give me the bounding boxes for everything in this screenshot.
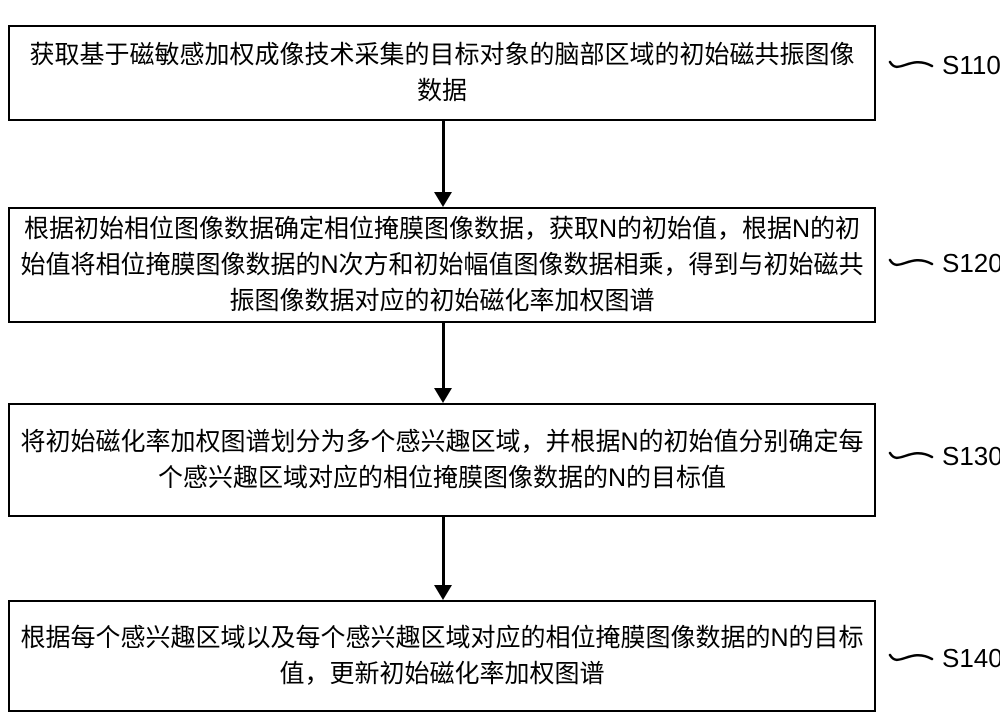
flow-step-3-box: 将初始磁化率加权图谱划分为多个感兴趣区域，并根据N的初始值分别确定每个感兴趣区域… bbox=[8, 403, 876, 517]
reference-3: S130 bbox=[888, 443, 1000, 469]
squiggle-connector-icon bbox=[888, 451, 934, 460]
reference-1: S110 bbox=[888, 52, 1000, 78]
flow-step-3-text: 将初始磁化率加权图谱划分为多个感兴趣区域，并根据N的初始值分别确定每个感兴趣区域… bbox=[20, 428, 864, 492]
step-label-s110: S110 bbox=[942, 50, 1000, 80]
step-label-s120: S120 bbox=[942, 248, 1000, 278]
flow-step-2-box: 根据初始相位图像数据确定相位掩膜图像数据，获取N的初始值，根据N的初始值将相位掩… bbox=[8, 207, 876, 323]
reference-2: S120 bbox=[888, 250, 1000, 276]
squiggle-connector-icon bbox=[888, 653, 934, 662]
arrow-head-icon bbox=[434, 192, 452, 207]
flow-arrow-2 bbox=[434, 323, 452, 403]
flow-step-1-text: 获取基于磁敏感加权成像技术采集的目标对象的脑部区域的初始磁共振图像数据 bbox=[29, 41, 855, 105]
step-label-s140: S140 bbox=[942, 643, 1000, 673]
flow-step-2-text: 根据初始相位图像数据确定相位掩膜图像数据，获取N的初始值，根据N的初始值将相位掩… bbox=[20, 215, 864, 315]
flow-step-4-box: 根据每个感兴趣区域以及每个感兴趣区域对应的相位掩膜图像数据的N的目标值，更新初始… bbox=[8, 600, 876, 712]
arrow-shaft bbox=[441, 517, 445, 585]
squiggle-connector-icon bbox=[888, 258, 934, 267]
step-label-s130: S130 bbox=[942, 441, 1000, 471]
arrow-shaft bbox=[441, 121, 445, 192]
flow-step-4-text: 根据每个感兴趣区域以及每个感兴趣区域对应的相位掩膜图像数据的N的目标值，更新初始… bbox=[20, 624, 864, 688]
reference-4: S140 bbox=[888, 645, 1000, 671]
arrow-head-icon bbox=[434, 388, 452, 403]
flow-arrow-3 bbox=[434, 517, 452, 600]
arrow-shaft bbox=[441, 323, 445, 388]
flow-arrow-1 bbox=[434, 121, 452, 207]
flow-step-1-box: 获取基于磁敏感加权成像技术采集的目标对象的脑部区域的初始磁共振图像数据 bbox=[8, 25, 876, 121]
arrow-head-icon bbox=[434, 585, 452, 600]
squiggle-connector-icon bbox=[888, 60, 934, 69]
